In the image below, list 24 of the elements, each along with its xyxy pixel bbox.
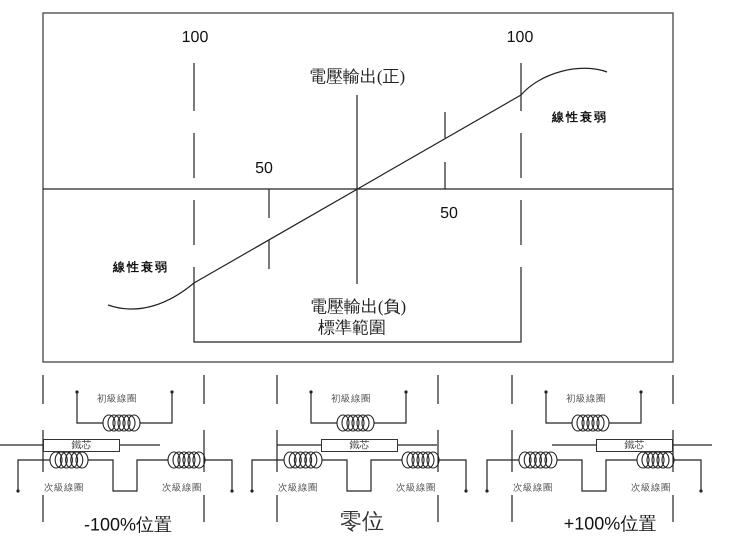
iron-core: 鐵芯 bbox=[321, 439, 398, 452]
axis-value: 100 bbox=[506, 28, 534, 48]
coil-label: 次級線圈 bbox=[162, 484, 202, 494]
coil-label: 初級線圈 bbox=[331, 394, 371, 406]
range-label: 標準範圍 bbox=[318, 318, 386, 338]
coil-label: 次級線圈 bbox=[631, 484, 671, 494]
coil-label: 次級線圈 bbox=[513, 484, 553, 494]
coil-label: 次級線圈 bbox=[44, 484, 84, 494]
position-caption: 零位 bbox=[340, 508, 384, 534]
position-caption: +100%位置 bbox=[564, 514, 656, 534]
axis-label: 電壓輸出(正) bbox=[308, 67, 406, 87]
coil-label: 初級線圈 bbox=[566, 394, 606, 406]
coil-label: 次級線圈 bbox=[396, 484, 436, 494]
coil-label: 次級線圈 bbox=[278, 484, 318, 494]
coil-label: 初級線圈 bbox=[97, 394, 137, 406]
iron-core: 鐵芯 bbox=[596, 439, 673, 452]
axis-value: 100 bbox=[182, 28, 208, 48]
iron-core: 鐵芯 bbox=[43, 439, 120, 452]
axis-label: 電壓輸出(負) bbox=[310, 297, 406, 317]
axis-value: 50 bbox=[255, 160, 273, 178]
position-caption: -100%位置 bbox=[84, 514, 172, 536]
region-note: 線性衰弱 bbox=[552, 111, 608, 125]
region-note: 線性衰弱 bbox=[113, 261, 169, 275]
axis-value: 50 bbox=[440, 204, 458, 224]
